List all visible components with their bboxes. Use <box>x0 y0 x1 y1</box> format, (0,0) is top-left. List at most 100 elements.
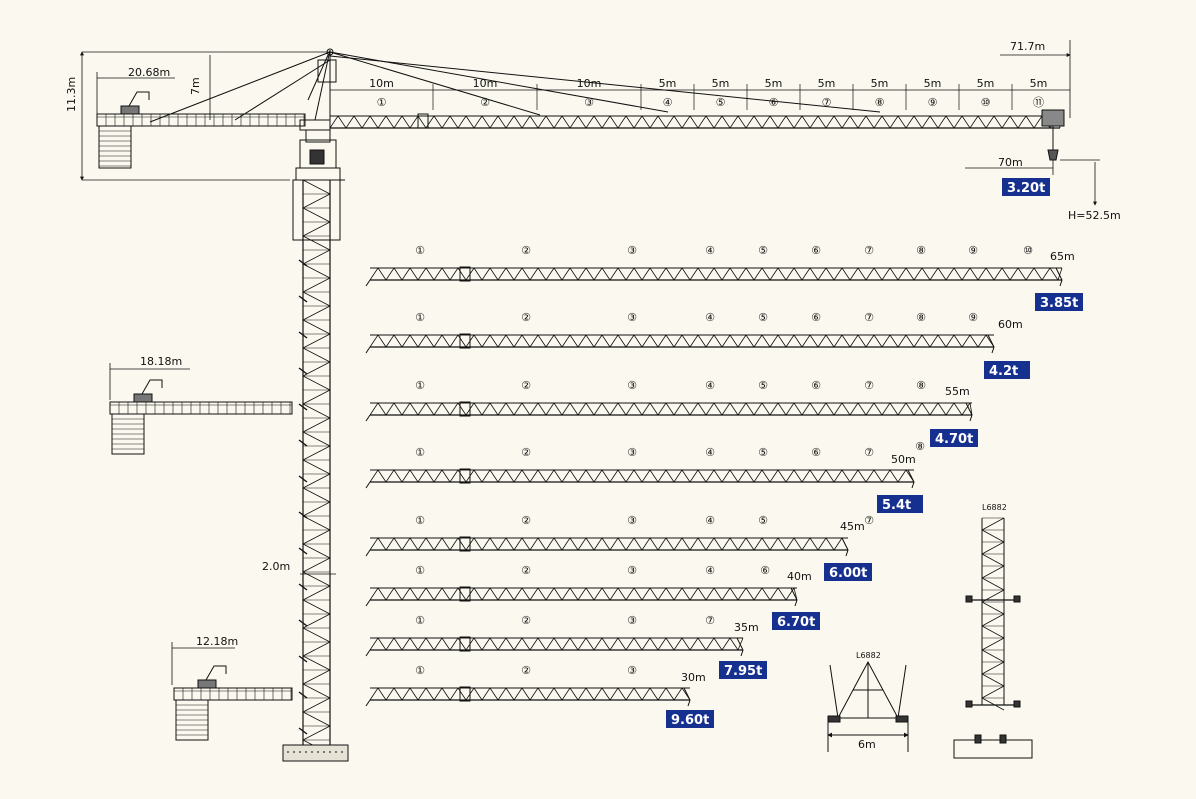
top-section-length: 5m <box>924 77 942 90</box>
config-jib-length: 55m <box>945 385 970 398</box>
config-section-number: ① <box>415 514 425 527</box>
capacity-badge-bg <box>877 495 923 513</box>
top-section-number: ① <box>377 96 387 109</box>
capacity-badge-text: 7.95t <box>724 664 762 679</box>
config-section-number: ③ <box>627 514 637 527</box>
capacity-badge-bg <box>719 661 767 679</box>
total-height: 11.3m <box>65 77 78 112</box>
capacity-badge-bg <box>824 563 872 581</box>
top-section-number: ⑩ <box>981 96 991 109</box>
tower-head <box>307 48 337 121</box>
config-section-number: ⑨ <box>968 311 978 324</box>
config-section-number: ③ <box>627 564 637 577</box>
counter-jib-middle <box>109 379 293 455</box>
config-section-number: ⑤ <box>758 446 768 459</box>
jib-config-row: ① ② ③ ④ ⑤ ⑥ ⑦ ⑧ 55m 4.70t <box>365 379 978 447</box>
top-section-length: 10m <box>473 77 498 90</box>
capacity-badge-text: 4.2t <box>989 364 1018 379</box>
counter-jib-dimensions <box>80 51 336 685</box>
config-jib-length: 45m <box>840 520 865 533</box>
counter-jib-bottom <box>173 665 293 741</box>
config-jib-length: 35m <box>734 621 759 634</box>
config-section-number: ① <box>415 664 425 677</box>
config-jib-length: 65m <box>1050 250 1075 263</box>
front-view-width: 6m <box>858 738 876 751</box>
config-section-number: ⑦ <box>864 244 874 257</box>
config-section-number: ④ <box>705 446 715 459</box>
hook-height-label: H=52.5m <box>1068 209 1121 222</box>
config-section-number: ③ <box>627 614 637 627</box>
config-section-number: ③ <box>627 379 637 392</box>
config-section-number: ④ <box>705 311 715 324</box>
config-section-number: ② <box>521 446 531 459</box>
top-section-number: ④ <box>663 96 673 109</box>
config-section-number: ③ <box>627 311 637 324</box>
top-section-length: 5m <box>1030 77 1048 90</box>
slewing-unit <box>293 119 345 181</box>
config-section-number: ⑥ <box>811 311 821 324</box>
config-section-number: ⑧ <box>916 311 926 324</box>
config-section-number: ⑤ <box>758 311 768 324</box>
config-section-number: ① <box>415 446 425 459</box>
top-section-number: ⑧ <box>875 96 885 109</box>
top-section-length: 10m <box>577 77 602 90</box>
capacity-badge-text: 6.70t <box>777 615 815 630</box>
config-section-number: ② <box>521 564 531 577</box>
config-section-number: ② <box>521 311 531 324</box>
top-section-length: 5m <box>977 77 995 90</box>
hook-trolley <box>1041 109 1065 161</box>
counter-jib-top <box>96 91 306 169</box>
top-section-length: 10m <box>369 77 394 90</box>
config-section-number: ① <box>415 244 425 257</box>
config-section-number: ② <box>521 664 531 677</box>
base-side-view <box>953 517 1033 759</box>
top-section-length: 5m <box>765 77 783 90</box>
capacity-badge-bg <box>984 361 1030 379</box>
config-jib-length: 50m <box>891 453 916 466</box>
counter-jib-height: 7m <box>189 77 202 95</box>
config-section-number: ② <box>521 614 531 627</box>
counter-jib-2-length: 18.18m <box>140 355 182 368</box>
capacity-badge-text: 3.85t <box>1040 296 1078 311</box>
capacity-badge-text: 9.60t <box>671 713 709 728</box>
config-section-number: ① <box>415 311 425 324</box>
config-section-number: ⑤ <box>758 379 768 392</box>
top-section-number: ⑦ <box>822 96 832 109</box>
config-section-number: ⑦ <box>864 514 874 527</box>
config-section-number: ⑤ <box>758 244 768 257</box>
capacity-badge-bg <box>1035 293 1083 311</box>
config-section-number: ⑥ <box>811 379 821 392</box>
capacity-badge-text: 5.4t <box>882 498 911 513</box>
top-section-number: ③ <box>584 96 594 109</box>
capacity-badge-text: 6.00t <box>829 566 867 581</box>
config-section-number: ② <box>521 244 531 257</box>
config-section-number: ⑥ <box>760 564 770 577</box>
tower-width-label: 2.0m <box>262 560 290 573</box>
counter-jib-1-length: 20.68m <box>128 66 170 79</box>
config-section-number: ⑧ <box>916 379 926 392</box>
hook-radius-label: 70m <box>998 156 1023 169</box>
config-section-number: ⑧ <box>915 440 925 453</box>
top-section-length: 5m <box>712 77 730 90</box>
main-jib-truss <box>329 113 1061 129</box>
config-section-number: ④ <box>705 379 715 392</box>
config-section-number: ⑦ <box>864 379 874 392</box>
top-section-length: 5m <box>871 77 889 90</box>
config-jib-length: 30m <box>681 671 706 684</box>
config-section-number: ③ <box>627 664 637 677</box>
top-section-number: ② <box>480 96 490 109</box>
top-section-length: 5m <box>818 77 836 90</box>
tip-capacity-text: 3.20t <box>1007 181 1045 196</box>
config-section-number: ① <box>415 379 425 392</box>
config-section-number: ⑦ <box>864 446 874 459</box>
config-section-number: ② <box>521 379 531 392</box>
tip-capacity-bg <box>1002 178 1050 196</box>
capacity-badge-text: 4.70t <box>935 432 973 447</box>
